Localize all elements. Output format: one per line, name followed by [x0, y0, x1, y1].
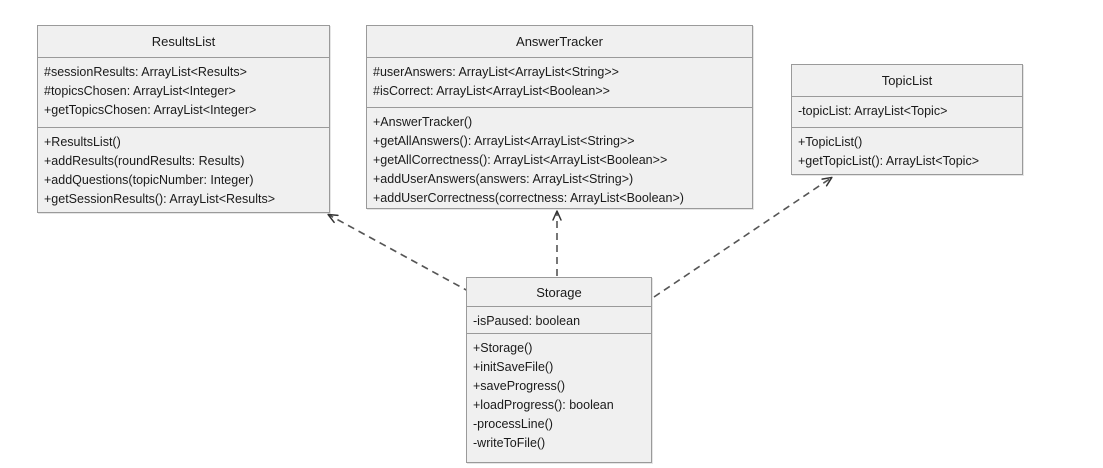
method-row: +addUserCorrectness(correctness: ArrayLi… [373, 191, 684, 205]
method-row: +addUserAnswers(answers: ArrayList<Strin… [373, 172, 634, 186]
edge-storage-to-resultslist [327, 213, 471, 293]
uml-class-topiclist[interactable]: TopicList -topicList: ArrayList<Topic> +… [791, 64, 1023, 175]
method-row: +getAllAnswers(): ArrayList<ArrayList<St… [373, 134, 635, 148]
class-title-storage: Storage [467, 278, 651, 307]
class-methods-answertracker: +AnswerTracker() +getAllAnswers(): Array… [367, 108, 752, 213]
attribute-row: +getTopicsChosen: ArrayList<Integer> [44, 103, 257, 117]
attribute-row: #topicsChosen: ArrayList<Integer> [44, 84, 236, 98]
class-attributes-resultslist: #sessionResults: ArrayList<Results> #top… [38, 58, 329, 128]
attribute-row: #sessionResults: ArrayList<Results> [44, 65, 247, 79]
uml-class-answertracker[interactable]: AnswerTracker #userAnswers: ArrayList<Ar… [366, 25, 753, 209]
class-methods-topiclist: +TopicList() +getTopicList(): ArrayList<… [792, 128, 1022, 176]
class-attributes-storage: -isPaused: boolean [467, 307, 651, 334]
method-row: +getAllCorrectness(): ArrayList<ArrayLis… [373, 153, 668, 167]
class-attributes-answertracker: #userAnswers: ArrayList<ArrayList<String… [367, 58, 752, 108]
method-row: +ResultsList() [44, 135, 121, 149]
uml-class-resultslist[interactable]: ResultsList #sessionResults: ArrayList<R… [37, 25, 330, 213]
method-row: +initSaveFile() [473, 360, 554, 374]
method-row: +addResults(roundResults: Results) [44, 154, 245, 168]
method-row: -processLine() [473, 417, 553, 431]
uml-class-storage[interactable]: Storage -isPaused: boolean +Storage() +i… [466, 277, 652, 463]
method-row: +TopicList() [798, 135, 863, 149]
method-row: +loadProgress(): boolean [473, 398, 614, 412]
attribute-row: -topicList: ArrayList<Topic> [798, 104, 948, 118]
class-title-resultslist: ResultsList [38, 26, 329, 58]
class-attributes-topiclist: -topicList: ArrayList<Topic> [792, 97, 1022, 128]
attribute-row: #userAnswers: ArrayList<ArrayList<String… [373, 65, 619, 79]
method-row: +addQuestions(topicNumber: Integer) [44, 173, 254, 187]
method-row: +Storage() [473, 341, 533, 355]
method-row: +getTopicList(): ArrayList<Topic> [798, 154, 979, 168]
class-title-topiclist: TopicList [792, 65, 1022, 97]
method-row: +saveProgress() [473, 379, 566, 393]
method-row: +getSessionResults(): ArrayList<Results> [44, 192, 276, 206]
class-title-answertracker: AnswerTracker [367, 26, 752, 58]
attribute-row: -isPaused: boolean [473, 314, 581, 328]
class-methods-storage: +Storage() +initSaveFile() +saveProgress… [467, 334, 651, 458]
class-methods-resultslist: +ResultsList() +addResults(roundResults:… [38, 128, 329, 214]
method-row: +AnswerTracker() [373, 115, 473, 129]
method-row: -writeToFile() [473, 436, 546, 450]
attribute-row: #isCorrect: ArrayList<ArrayList<Boolean>… [373, 84, 610, 98]
